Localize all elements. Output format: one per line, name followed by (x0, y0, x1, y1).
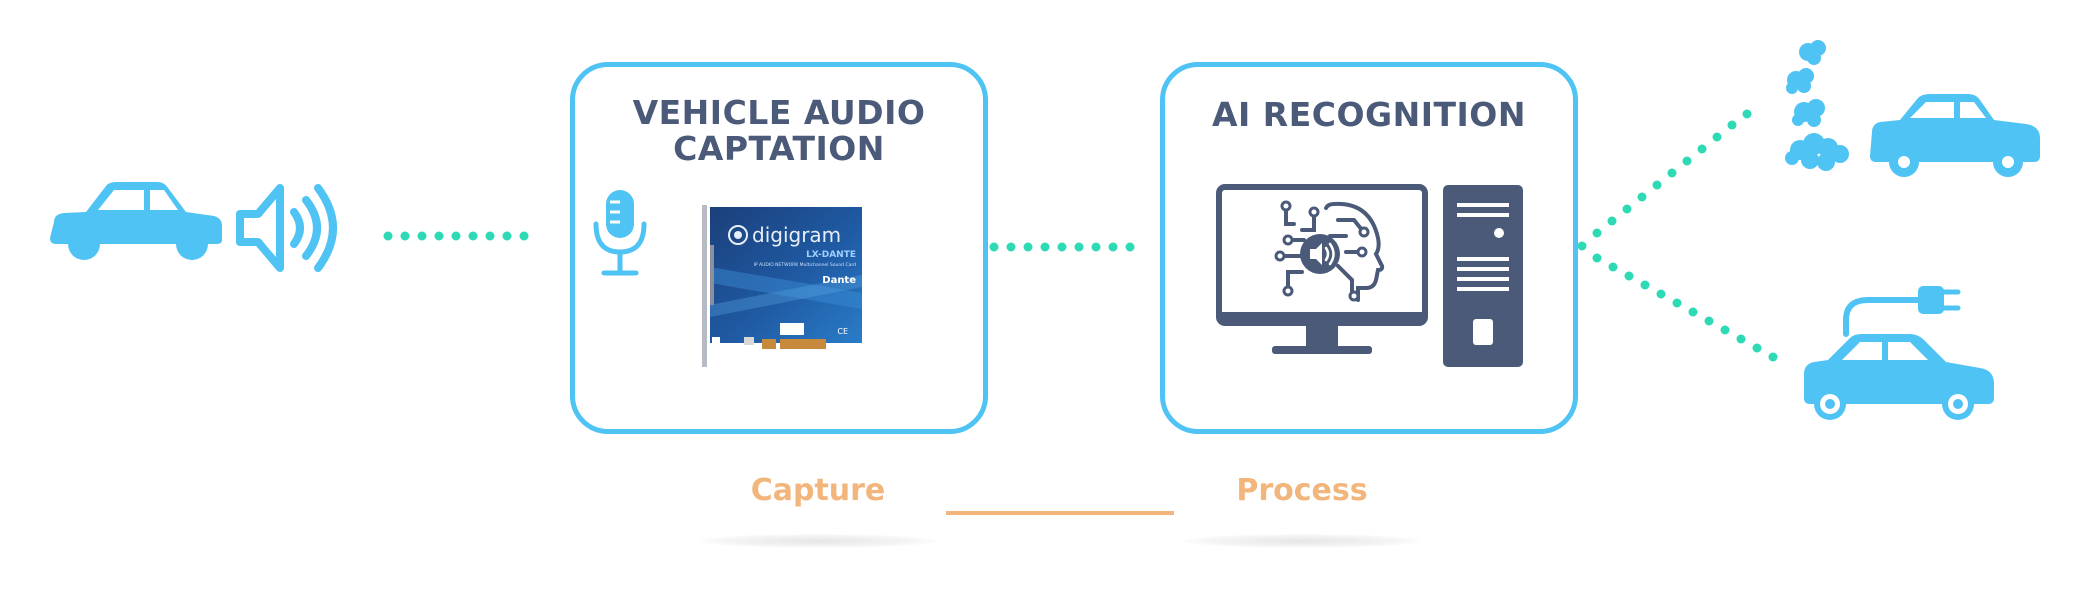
card-brand: digigram (752, 223, 841, 247)
capture-label-shadow (698, 534, 938, 548)
capture-title-line1: VEHICLE AUDIO (632, 93, 926, 132)
sound-card-icon: digigram LX-DANTE IP AUDIO NETWORK Multi… (702, 205, 862, 367)
capture-box: VEHICLE AUDIO CAPTATION (570, 62, 988, 434)
process-step-label: Process (1236, 473, 1368, 508)
card-model: LX-DANTE (806, 250, 856, 260)
car-icon (50, 182, 222, 260)
card-partner: Dante (822, 275, 856, 286)
electric-car-icon (1804, 286, 1994, 420)
microphone-icon (593, 190, 647, 276)
process-title: AI RECOGNITION (1212, 95, 1526, 134)
ai-head-icon (1274, 200, 1385, 302)
capture-title-line2: CAPTATION (673, 129, 885, 168)
speaker-icon (236, 184, 337, 272)
dotted-connector-outputs (1577, 109, 1778, 362)
step-connector-line (946, 511, 1174, 515)
exhaust-car-icon (1785, 40, 2040, 177)
tower-pc-icon (1443, 185, 1523, 367)
card-subtitle: IP AUDIO NETWORK Multichannel Sound Card (754, 262, 857, 268)
card-badge: CE (837, 327, 848, 336)
dotted-connector-middle (989, 242, 1135, 252)
capture-step-label: Capture (750, 473, 886, 508)
capture-title: VEHICLE AUDIO CAPTATION (575, 95, 983, 167)
process-label-shadow (1182, 534, 1422, 548)
dotted-connector-source (383, 231, 529, 241)
